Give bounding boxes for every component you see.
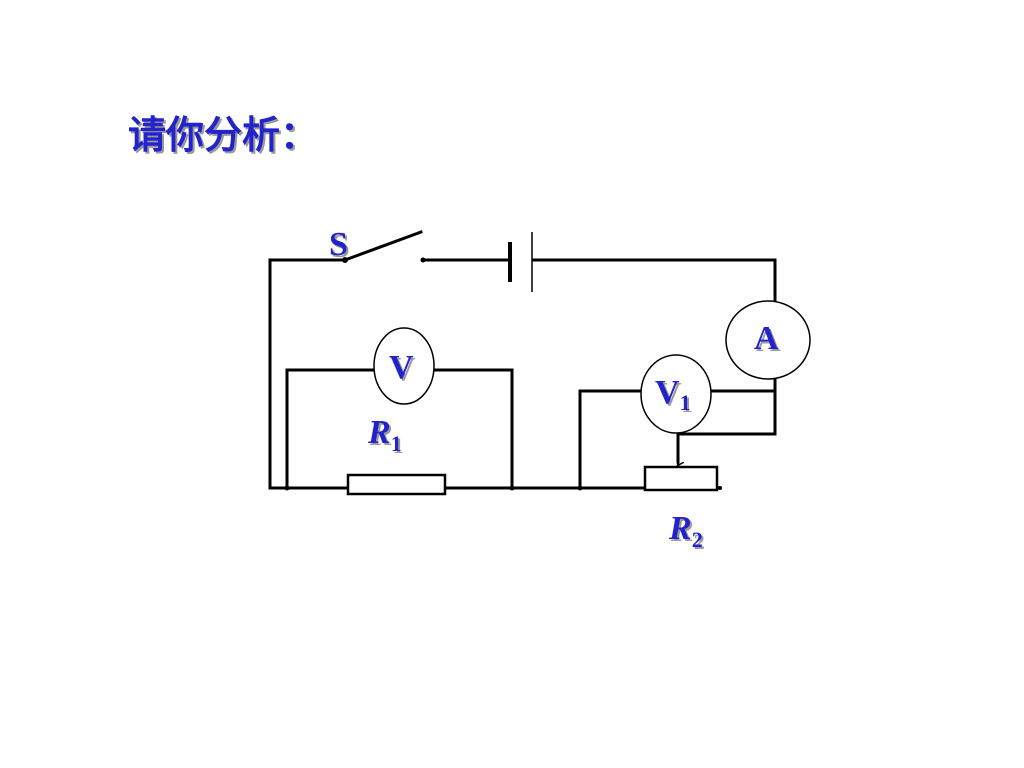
wire-v-right	[430, 368, 514, 490]
resistor-r1	[346, 473, 447, 496]
junction-switch-right	[420, 257, 426, 263]
switch-blade	[343, 230, 423, 262]
switch-label: S	[329, 226, 348, 263]
r1-main: R	[367, 414, 391, 451]
voltmeter1-label: V1	[655, 374, 691, 415]
wire-outer-left	[268, 258, 347, 490]
voltmeter-label: V	[389, 349, 414, 386]
wire-v-left	[285, 368, 379, 490]
voltmeter1-circle	[640, 354, 712, 434]
junction-bottom-4	[718, 486, 722, 490]
ammeter-label: A	[754, 320, 779, 357]
r1-sub: 1	[391, 431, 402, 456]
voltmeter1-sub: 1	[680, 390, 691, 415]
wire-v1-left	[578, 389, 642, 490]
ammeter-circle	[725, 300, 811, 380]
wire-battery-right	[531, 258, 777, 304]
page-title: 请你分析：	[128, 113, 319, 157]
r2-label: R2	[668, 510, 703, 552]
r2-main: R	[668, 510, 692, 547]
voltmeter-circle	[373, 327, 435, 405]
junction-switch-left	[342, 257, 348, 263]
junction-bottom-1	[284, 485, 290, 491]
junction-bottom-3	[577, 485, 583, 491]
junction-bottom-2	[509, 485, 515, 491]
r1-label: R1	[367, 414, 402, 456]
voltmeter1-main: V	[655, 374, 680, 411]
r2-sub: 2	[692, 527, 703, 552]
wire-slider	[676, 432, 777, 464]
resistor-r2	[643, 465, 719, 492]
